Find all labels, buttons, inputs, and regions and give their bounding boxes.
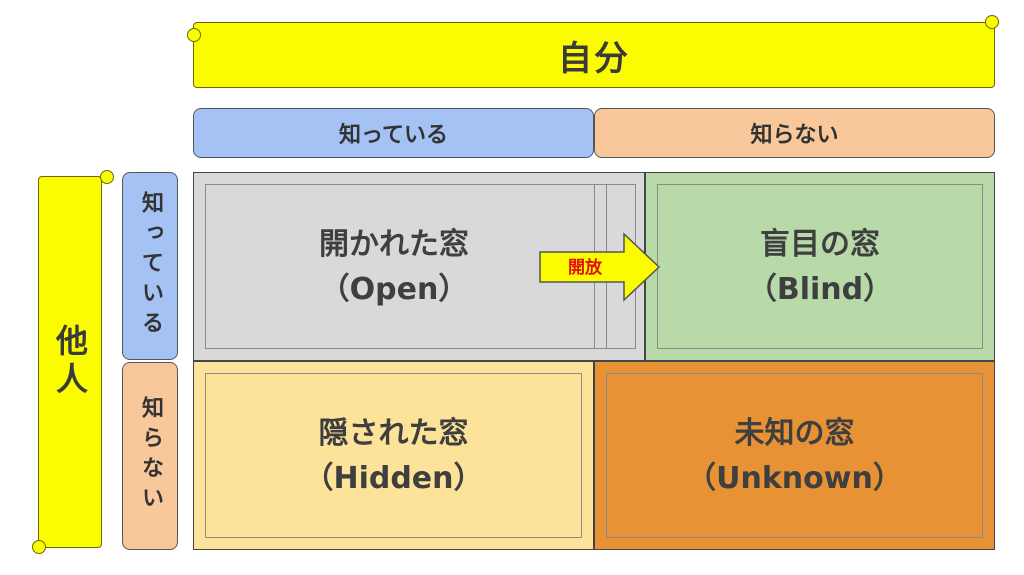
col-header-known-label: 知っている [339, 123, 448, 148]
quadrant-unknown-subtitle: （Unknown） [686, 460, 903, 496]
quadrant-hidden: 隠された窓 （Hidden） [193, 361, 594, 550]
col-header-unknown: 知らない [594, 108, 995, 158]
quadrant-blind-title: 盲目の窓 [760, 226, 880, 262]
banner-curl-icon [187, 28, 201, 42]
quadrant-unknown-frame [606, 373, 983, 538]
open-arrow-label: 開放 [568, 258, 602, 278]
quadrant-open-subtitle: （Open） [319, 271, 469, 307]
banner-curl-icon [100, 170, 114, 184]
others-banner-label: 他人 [51, 324, 89, 400]
quadrant-hidden-subtitle: （Hidden） [303, 460, 484, 496]
row-header-known-label: 知っている [138, 191, 163, 341]
quadrant-blind: 盲目の窓 （Blind） [645, 172, 995, 361]
banner-curl-icon [32, 540, 46, 554]
row-header-unknown: 知らない [122, 362, 178, 550]
quadrant-blind-subtitle: （Blind） [746, 271, 894, 307]
row-header-unknown-label: 知らない [138, 396, 163, 516]
self-banner-label: 自分 [558, 38, 630, 79]
banner-curl-icon [985, 15, 999, 29]
col-header-unknown-label: 知らない [750, 123, 839, 148]
row-header-known: 知っている [122, 172, 178, 360]
others-banner: 他人 [38, 176, 102, 548]
quadrant-hidden-title: 隠された窓 [318, 415, 469, 451]
open-arrow-icon [539, 232, 661, 302]
quadrant-hidden-frame [205, 373, 582, 538]
quadrant-open-title: 開かれた窓 [319, 226, 469, 262]
col-header-known: 知っている [193, 108, 594, 158]
quadrant-unknown: 未知の窓 （Unknown） [594, 361, 995, 550]
self-banner: 自分 [193, 22, 995, 88]
quadrant-unknown-title: 未知の窓 [734, 415, 855, 451]
